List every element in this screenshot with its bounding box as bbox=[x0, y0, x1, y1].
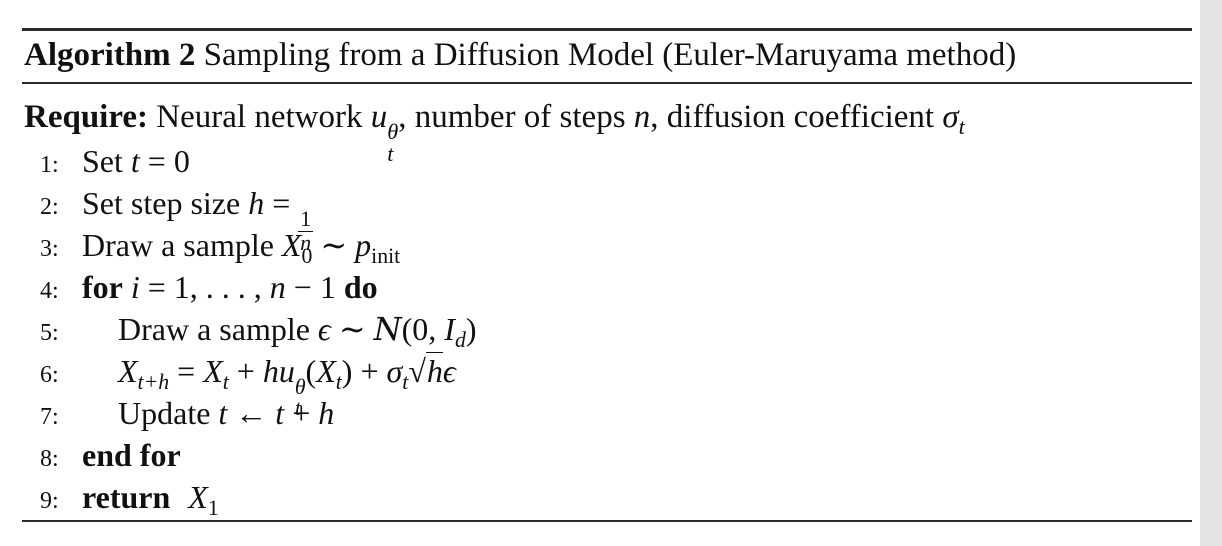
line-text: Update bbox=[118, 395, 211, 431]
line-number: 4: bbox=[40, 278, 59, 304]
line-8: 8: end for bbox=[40, 434, 181, 476]
line-9: 9: return X1 bbox=[40, 476, 219, 520]
line-7: 7: Update t ← t + h bbox=[40, 392, 334, 434]
do-keyword: do bbox=[343, 269, 378, 305]
line-1: 1:Set t = 0 bbox=[40, 140, 190, 182]
top-rule bbox=[22, 28, 1192, 31]
require-text-steps: , number of steps bbox=[398, 99, 626, 135]
line-number: 2: bbox=[40, 194, 59, 220]
line-text: Draw a sample bbox=[118, 311, 310, 347]
return-keyword: return bbox=[82, 479, 171, 515]
bottom-rule bbox=[22, 520, 1192, 522]
math-t-update: t ← t + h bbox=[218, 395, 335, 431]
caption-rule bbox=[22, 82, 1192, 84]
require-text-diffusion: , diffusion coefficient bbox=[650, 99, 935, 135]
require-text-network: Neural network bbox=[156, 99, 363, 135]
line-5: 5: Draw a sample ϵ ∼ N(0, Id) bbox=[40, 308, 477, 352]
math-t-eq-0: t bbox=[130, 143, 140, 179]
math-n: n bbox=[633, 99, 651, 135]
math-x0: X0 bbox=[281, 227, 313, 268]
line-number: 7: bbox=[40, 404, 59, 430]
line-4: 4: for i = 1, . . . , n − 1 do bbox=[40, 266, 378, 308]
algorithm-title: Sampling from a Diffusion Model (Euler-M… bbox=[203, 37, 1017, 73]
line-text: Set step size bbox=[82, 185, 241, 221]
line-number: 3: bbox=[40, 236, 59, 262]
line-text: Draw a sample bbox=[82, 227, 274, 263]
line-text: Set bbox=[82, 143, 123, 179]
scrollbar[interactable] bbox=[1200, 0, 1222, 546]
math-epsilon-normal: ϵ ∼ N(0, Id) bbox=[317, 310, 477, 352]
math-h: h bbox=[248, 185, 265, 221]
line-number: 8: bbox=[40, 446, 59, 472]
line-number: 5: bbox=[40, 320, 59, 346]
line-3: 3:Draw a sample X0 ∼ pinit bbox=[40, 224, 401, 268]
math-x1: X1 bbox=[188, 479, 219, 520]
algorithm-caption: Algorithm 2 Sampling from a Diffusion Mo… bbox=[24, 33, 1016, 77]
math-p-init: pinit bbox=[355, 227, 401, 268]
math-loop-range: i = 1, . . . , n − 1 bbox=[130, 269, 336, 305]
line-number: 6: bbox=[40, 362, 59, 388]
line-number: 9: bbox=[40, 488, 59, 514]
line-number: 1: bbox=[40, 152, 59, 178]
end-for-keyword: end for bbox=[82, 437, 181, 473]
algorithm-label: Algorithm 2 bbox=[24, 37, 196, 73]
require-keyword: Require: bbox=[24, 99, 149, 135]
for-keyword: for bbox=[82, 269, 123, 305]
math-sigma-t: σt bbox=[942, 99, 965, 140]
